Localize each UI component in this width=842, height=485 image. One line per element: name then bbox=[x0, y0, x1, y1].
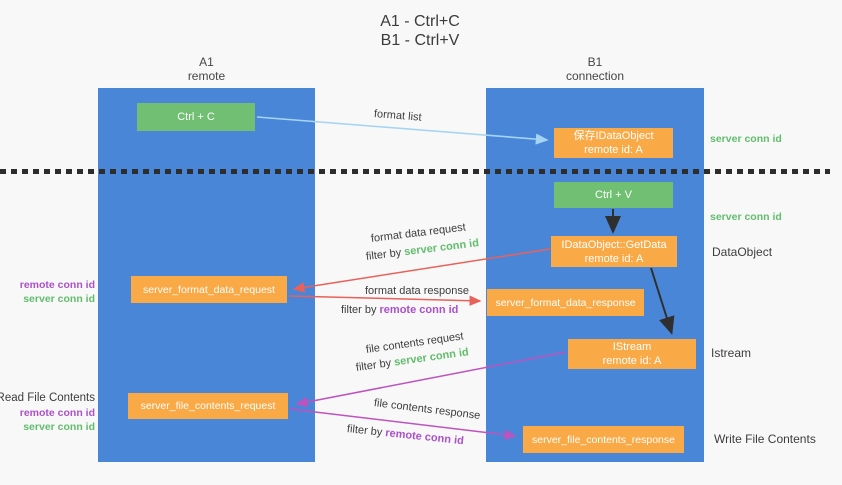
lane-b1-subtitle: connection bbox=[565, 69, 625, 83]
istream-annotation: Istream bbox=[711, 346, 752, 360]
server-file-contents-response-node: server_file_contents_response bbox=[523, 426, 684, 453]
format-data-response-label: format data response bbox=[365, 285, 469, 297]
dataobject-annotation: DataObject bbox=[712, 245, 773, 259]
lane-b1-name: B1 bbox=[587, 55, 603, 69]
filter-by-text: filter by bbox=[355, 357, 392, 374]
format-list-label: format list bbox=[373, 108, 423, 124]
lane-header-b1: B1 connection bbox=[486, 55, 704, 83]
file-request-label: server_file_contents_request bbox=[140, 400, 276, 412]
idataobject-getdata-node: IDataObject::GetData remote id: A bbox=[551, 236, 677, 267]
filter-by-remote-conn-id-label-1: filter by remote conn id bbox=[341, 304, 458, 316]
ctrl-c-node: Ctrl + C bbox=[137, 103, 255, 131]
title-line-2: B1 - Ctrl+V bbox=[380, 32, 460, 49]
file-contents-response-label: file contents response bbox=[373, 397, 481, 422]
remote-conn-id-text: remote conn id bbox=[379, 304, 459, 316]
write-file-contents-annotation: Write File Contents bbox=[714, 432, 816, 446]
server-format-data-request-node: server_format_data_request bbox=[131, 276, 287, 303]
ctrl-v-node: Ctrl + V bbox=[554, 182, 673, 208]
read-file-contents-annotation: Read File Contents bbox=[0, 392, 95, 404]
format-response-label: server_format_data_response bbox=[495, 296, 636, 309]
istream-line1: IStream bbox=[612, 341, 652, 353]
diagram-title: A1 - Ctrl+C B1 - Ctrl+V bbox=[280, 12, 560, 50]
save-idataobject-line2: remote id: A bbox=[584, 144, 643, 156]
server-conn-id-annotation: server conn id bbox=[23, 293, 95, 305]
istream-node: IStream remote id: A bbox=[568, 339, 696, 369]
filter-by-text: filter by bbox=[341, 304, 377, 316]
filter-by-text: filter by bbox=[365, 246, 402, 263]
remote-conn-id-annotation: remote conn id bbox=[19, 407, 95, 419]
getdata-line1: IDataObject::GetData bbox=[561, 238, 667, 251]
title-line-1: A1 - Ctrl+C bbox=[380, 13, 460, 30]
filter-by-remote-conn-id-label-2: filter by remote conn id bbox=[346, 423, 464, 447]
remote-conn-id-annotation: remote conn id bbox=[19, 279, 95, 291]
remote-conn-id-text: remote conn id bbox=[384, 427, 465, 448]
istream-line2: remote id: A bbox=[602, 355, 662, 367]
save-idataobject-line1: 保存IDataObject bbox=[573, 130, 654, 142]
left-conn-id-annotations-bottom: remote conn id server conn id bbox=[20, 406, 95, 434]
machine-boundary-dotted-line bbox=[0, 169, 830, 174]
file-response-label: server_file_contents_response bbox=[531, 433, 675, 446]
ctrl-v-label: Ctrl + V bbox=[595, 189, 632, 201]
lane-a1-subtitle: remote bbox=[187, 69, 226, 83]
server-conn-id-annotation: server conn id bbox=[23, 421, 95, 433]
server-format-data-response-node: server_format_data_response bbox=[487, 289, 644, 316]
server-file-contents-request-node: server_file_contents_request bbox=[128, 393, 288, 419]
format-request-label: server_format_data_request bbox=[143, 283, 275, 296]
server-conn-id-annotation-mid: server conn id bbox=[710, 211, 782, 223]
left-conn-id-annotations-top: remote conn id server conn id bbox=[20, 278, 95, 306]
server-conn-id-annotation-top: server conn id bbox=[710, 133, 782, 145]
lane-a1-name: A1 bbox=[199, 55, 214, 69]
server-conn-id-text: server conn id bbox=[403, 237, 480, 259]
lane-header-a1: A1 remote bbox=[98, 55, 315, 83]
ctrl-c-label: Ctrl + C bbox=[177, 111, 215, 123]
save-idataobject-node: 保存IDataObject remote id: A bbox=[554, 128, 673, 158]
filter-by-text: filter by bbox=[346, 423, 383, 439]
getdata-line2: remote id: A bbox=[584, 252, 644, 265]
